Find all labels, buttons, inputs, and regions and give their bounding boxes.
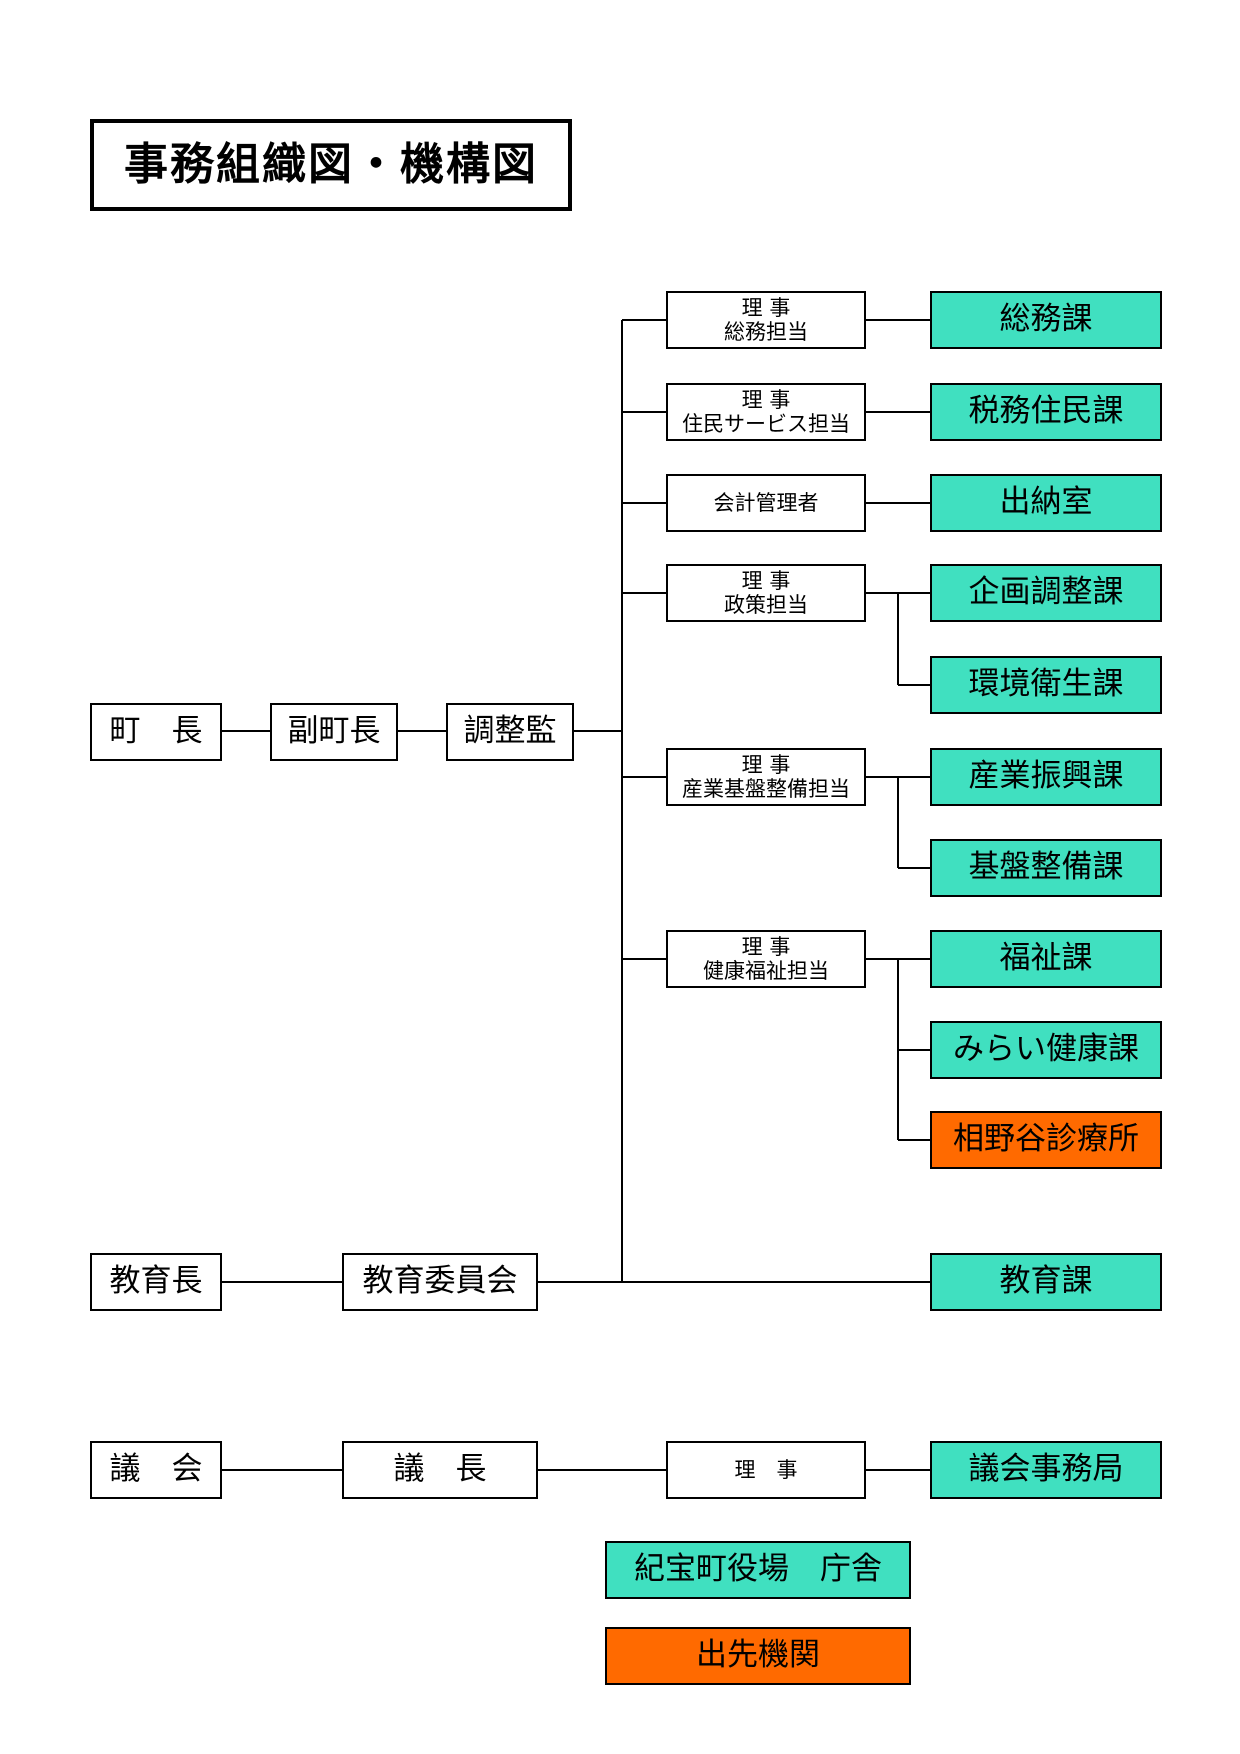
director-resident-services: 理 事 住民サービス担当 — [666, 383, 866, 441]
dept-infrastructure: 基盤整備課 — [930, 839, 1162, 897]
dept-planning: 企画調整課 — [930, 564, 1162, 622]
director-portfolio: 政策担当 — [724, 593, 808, 617]
director-portfolio: 住民サービス担当 — [682, 412, 850, 436]
dept-tax-residents: 税務住民課 — [930, 383, 1162, 441]
dept-environment: 環境衛生課 — [930, 656, 1162, 714]
director-title: 理 事 — [741, 568, 791, 593]
director-health-welfare: 理 事 健康福祉担当 — [666, 930, 866, 988]
director-policy: 理 事 政策担当 — [666, 564, 866, 622]
deputy-mayor-box: 副町長 — [270, 703, 398, 761]
director-portfolio: 総務担当 — [724, 320, 808, 344]
legend-branch: 出先機関 — [605, 1627, 911, 1685]
council-chair-box: 議 長 — [342, 1441, 538, 1499]
legend-office: 紀宝町役場 庁舎 — [605, 1541, 911, 1599]
superintendent-box: 教育長 — [90, 1253, 222, 1311]
director-title: 会計管理者 — [713, 490, 819, 515]
dept-clinic: 相野谷診療所 — [930, 1111, 1162, 1169]
dept-industry: 産業振興課 — [930, 748, 1162, 806]
dept-education: 教育課 — [930, 1253, 1162, 1311]
dept-council-secretariat: 議会事務局 — [930, 1441, 1162, 1499]
director-title: 理 事 — [741, 295, 791, 320]
director-general-affairs: 理 事 総務担当 — [666, 291, 866, 349]
director-title: 理 事 — [741, 387, 791, 412]
dept-treasury: 出納室 — [930, 474, 1162, 532]
dept-general-affairs: 総務課 — [930, 291, 1162, 349]
council-box: 議 会 — [90, 1441, 222, 1499]
dept-welfare: 福祉課 — [930, 930, 1162, 988]
coordinator-box: 調整監 — [446, 703, 574, 761]
council-director: 理 事 — [666, 1441, 866, 1499]
board-of-education-box: 教育委員会 — [342, 1253, 538, 1311]
page-title: 事務組織図・機構図 — [90, 119, 572, 211]
director-title: 理 事 — [741, 752, 791, 777]
accounting-manager: 会計管理者 — [666, 474, 866, 532]
director-portfolio: 産業基盤整備担当 — [682, 777, 850, 801]
dept-mirai-health: みらい健康課 — [930, 1021, 1162, 1079]
mayor-box: 町 長 — [90, 703, 222, 761]
director-title: 理 事 — [741, 934, 791, 959]
director-portfolio: 健康福祉担当 — [703, 959, 829, 983]
director-industry-infrastructure: 理 事 産業基盤整備担当 — [666, 748, 866, 806]
